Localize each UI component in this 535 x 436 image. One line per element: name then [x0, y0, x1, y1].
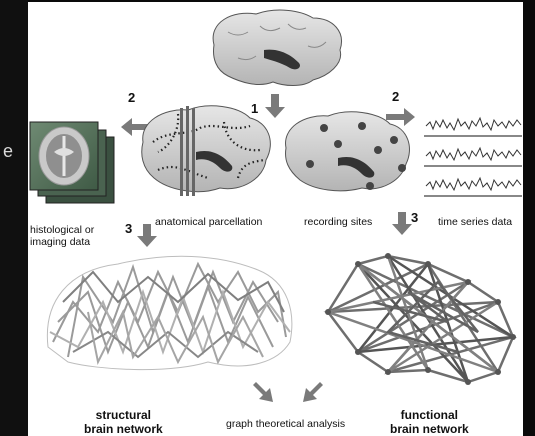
time-series-icon — [424, 118, 522, 196]
recording-sites-label: recording sites — [304, 216, 372, 228]
background-strip — [0, 0, 28, 436]
step-3-right-label: 3 — [411, 210, 418, 225]
recording-sites-brain-icon — [286, 112, 410, 191]
structural-network-label: structural brain network — [84, 408, 163, 436]
functional-network-label: functional brain network — [390, 408, 469, 436]
mri-slice-stack-icon — [30, 122, 114, 203]
background-glyph: e — [3, 141, 13, 162]
arrow-2-right-icon — [386, 108, 415, 126]
time-series-label: time series data — [438, 216, 512, 228]
step-1-label: 1 — [251, 101, 258, 116]
arrow-1-icon — [265, 94, 285, 118]
figure-panel: 1 2 2 3 3 histological or imaging data a… — [28, 2, 523, 436]
structural-network-icon — [47, 256, 291, 369]
top-brain-icon — [213, 10, 341, 85]
arrow-3-right-icon — [392, 212, 412, 235]
step-2-left-label: 2 — [128, 90, 135, 105]
converge-right-arrow-icon — [303, 382, 323, 402]
step-2-right-label: 2 — [392, 89, 399, 104]
anatomical-parcellation-label: anatomical parcellation — [155, 216, 262, 228]
histological-label: histological or imaging data — [30, 224, 94, 248]
converge-left-arrow-icon — [253, 382, 273, 402]
functional-network-icon — [325, 253, 516, 385]
step-3-left-label: 3 — [125, 221, 132, 236]
graph-analysis-label: graph theoretical analysis — [226, 418, 345, 430]
parcellation-brain-icon — [142, 106, 271, 196]
arrow-3-left-icon — [137, 224, 157, 247]
